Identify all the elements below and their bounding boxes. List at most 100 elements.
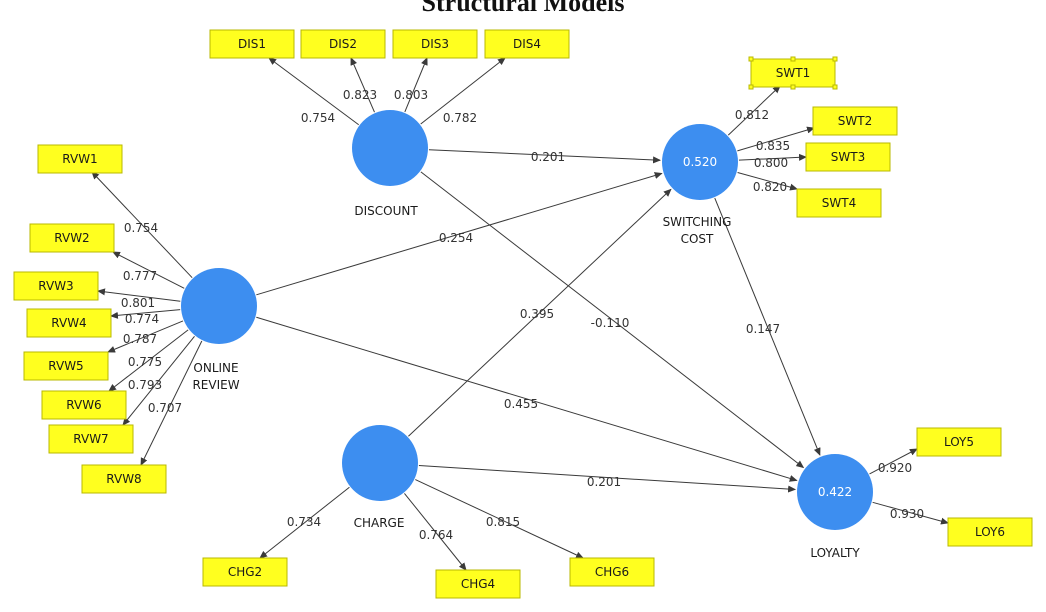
indicator-label: RVW1: [62, 152, 97, 166]
selection-handle[interactable]: [790, 56, 796, 62]
indicator-chg2[interactable]: CHG2: [202, 557, 288, 587]
selection-handle[interactable]: [790, 84, 796, 90]
indicator-label: SWT2: [838, 114, 872, 128]
selection-handle[interactable]: [832, 84, 838, 90]
path-coefficient-rev-loy: 0.455: [504, 397, 538, 411]
latent-charge[interactable]: [342, 425, 418, 501]
loading-arrow-loy5: [869, 448, 918, 475]
diagram-title: Structural Models: [421, 0, 625, 17]
indicator-label: LOY6: [975, 525, 1005, 539]
path-chg-to-loy: [418, 464, 797, 493]
loading-arrow-rvw8: [140, 340, 203, 466]
indicator-swt4[interactable]: SWT4: [796, 188, 882, 218]
indicator-label: RVW7: [73, 432, 108, 446]
indicator-rvw7[interactable]: RVW7: [48, 424, 134, 454]
indicator-loy6[interactable]: LOY6: [947, 517, 1033, 547]
loading-value-swt1: 0.812: [735, 108, 769, 122]
indicator-rvw8[interactable]: RVW8: [81, 464, 167, 494]
loading-value-dis1: 0.754: [301, 111, 335, 125]
latent-loyalty[interactable]: 0.422: [797, 454, 873, 530]
indicator-dis4[interactable]: DIS4: [484, 29, 570, 59]
path-swc-to-loy: [714, 197, 821, 456]
loading-arrow-swt4: [737, 171, 798, 191]
indicator-label: DIS3: [421, 37, 449, 51]
indicator-chg6[interactable]: CHG6: [569, 557, 655, 587]
indicator-rvw1[interactable]: RVW1: [37, 144, 123, 174]
latent-circle[interactable]: [662, 124, 738, 200]
loading-value-swt2: 0.835: [756, 139, 790, 153]
loading-arrow-chg4: [404, 493, 467, 571]
loading-arrow-rvw5: [107, 320, 184, 353]
indicator-swt2[interactable]: SWT2: [812, 106, 898, 136]
indicator-dis3[interactable]: DIS3: [392, 29, 478, 59]
indicator-rvw5[interactable]: RVW5: [23, 351, 109, 381]
loading-arrow-swt2: [737, 126, 815, 152]
indicator-label: CHG2: [228, 565, 262, 579]
indicator-rvw4[interactable]: RVW4: [26, 308, 112, 338]
loading-value-rvw6: 0.775: [128, 355, 162, 369]
indicator-dis1[interactable]: DIS1: [209, 29, 295, 59]
latent-label: LOYALTY: [810, 546, 860, 560]
latent-circle[interactable]: [342, 425, 418, 501]
latent-label: SWITCHING: [663, 215, 732, 229]
indicator-rvw2[interactable]: RVW2: [29, 223, 115, 253]
loading-value-dis4: 0.782: [443, 111, 477, 125]
latent-circle[interactable]: [797, 454, 873, 530]
indicator-label: RVW5: [48, 359, 83, 373]
loading-arrow-rvw2: [112, 251, 185, 289]
indicator-rvw6[interactable]: RVW6: [41, 390, 127, 420]
selection-handle[interactable]: [832, 56, 838, 62]
loading-arrow-dis1: [268, 57, 360, 126]
loading-arrow-rvw3: [97, 288, 181, 302]
indicator-rvw3[interactable]: RVW3: [13, 271, 99, 301]
loading-value-rvw5: 0.787: [123, 332, 157, 346]
loading-arrow-dis2: [350, 57, 375, 113]
path-dis-to-swc: [428, 149, 662, 164]
latent-online-review[interactable]: [181, 268, 257, 344]
indicator-label: CHG4: [461, 577, 495, 591]
loading-value-swt3: 0.800: [754, 156, 788, 170]
r-squared-value: 0.422: [818, 485, 852, 499]
path-chg-to-swc: [408, 188, 672, 437]
latent-label: DISCOUNT: [354, 204, 418, 218]
loading-value-chg6: 0.815: [486, 515, 520, 529]
loading-value-rvw4: 0.774: [125, 312, 159, 326]
path-dis-to-loy: [420, 171, 805, 469]
latent-circle[interactable]: [352, 110, 428, 186]
loading-arrow-dis4: [420, 57, 506, 125]
loading-value-rvw7: 0.793: [128, 378, 162, 392]
loading-arrow-rvw4: [110, 309, 181, 319]
indicator-label: DIS4: [513, 37, 541, 51]
indicator-swt3[interactable]: SWT3: [805, 142, 891, 172]
loading-arrow-rvw7: [122, 336, 195, 426]
latent-switching-cost[interactable]: 0.520: [662, 124, 738, 200]
loading-arrow-chg6: [415, 479, 584, 559]
loading-arrow-swt3: [738, 153, 807, 161]
indicator-loy5[interactable]: LOY5: [916, 427, 1002, 457]
indicator-label: LOY5: [944, 435, 974, 449]
indicator-dis2[interactable]: DIS2: [300, 29, 386, 59]
path-rev-to-swc: [256, 172, 663, 296]
latent-label: CHARGE: [354, 516, 405, 530]
loading-value-dis2: 0.823: [343, 88, 377, 102]
loading-arrow-dis3: [404, 57, 428, 113]
loading-value-chg2: 0.734: [287, 515, 321, 529]
indicator-chg4[interactable]: CHG4: [435, 569, 521, 599]
loading-arrow-rvw6: [108, 329, 189, 392]
loading-arrow-rvw1: [91, 171, 193, 279]
loading-value-swt4: 0.820: [753, 180, 787, 194]
path-coefficient-chg-loy: 0.201: [587, 475, 621, 489]
indicator-label: RVW4: [51, 316, 86, 330]
loading-value-rvw1: 0.754: [124, 221, 158, 235]
indicator-swt1[interactable]: SWT1: [748, 56, 838, 90]
loading-arrow-loy6: [872, 501, 949, 525]
indicator-label: SWT1: [776, 66, 810, 80]
path-coefficient-swc-loy: 0.147: [746, 322, 780, 336]
path-coefficient-chg-swc: 0.395: [520, 307, 554, 321]
indicator-label: SWT3: [831, 150, 865, 164]
indicator-label: RVW2: [54, 231, 89, 245]
selection-handle[interactable]: [748, 56, 754, 62]
latent-discount[interactable]: [352, 110, 428, 186]
latent-circle[interactable]: [181, 268, 257, 344]
selection-handle[interactable]: [748, 84, 754, 90]
